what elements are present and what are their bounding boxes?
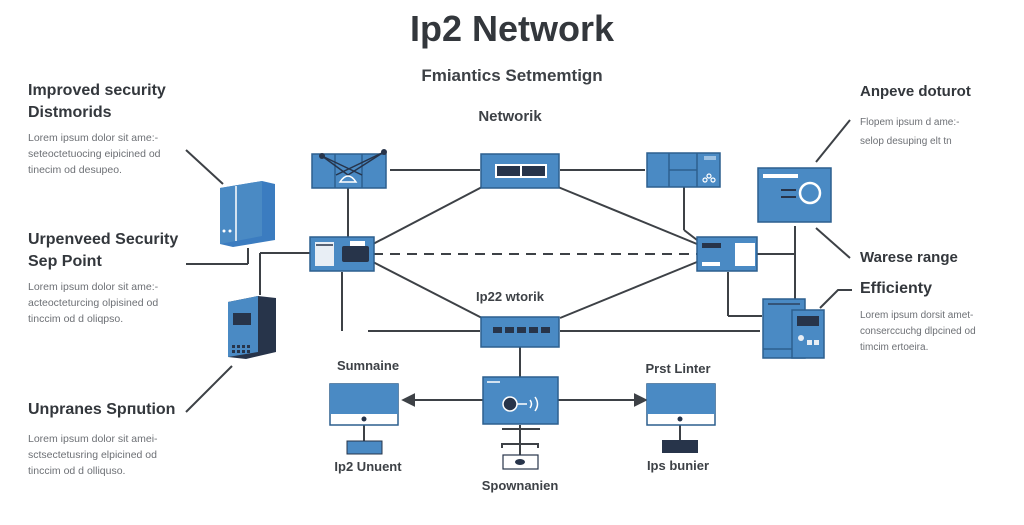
right-panel-1-heading: Anpeve doturot <box>860 83 971 100</box>
right-panel-2: Warese range <box>860 247 1020 269</box>
right-panel-3-text: Lorem ipsum dorsit amet- <box>860 310 974 321</box>
callout-panel3 <box>185 365 233 413</box>
config-panel-device[interactable] <box>757 167 832 223</box>
right-panel-2-heading: Warese range <box>860 249 958 266</box>
server-device[interactable] <box>646 152 721 188</box>
left-panel-2-heading: Urpenveed Security <box>28 231 179 248</box>
left-panel-1-text: seteoctetuocing eipicined od <box>28 148 161 160</box>
callout-right1 <box>815 119 851 163</box>
right-panel-3-text: timcim ertoeira. <box>860 342 929 353</box>
page-title: Ip2 Network <box>409 8 615 49</box>
connections <box>185 119 852 462</box>
link-hub-switch <box>372 261 483 319</box>
callout-panel1 <box>185 149 224 185</box>
appliance-device[interactable] <box>762 298 825 359</box>
cluster-icon <box>702 173 716 183</box>
center-switch-label: Ip22 wtorik <box>476 289 544 304</box>
storage-device[interactable] <box>220 181 275 247</box>
right-client-label: Prst Linter <box>645 361 711 376</box>
left-panel-1: Improved security Distmorids Lorem ipsum… <box>28 80 228 178</box>
right-panel-1-text: Flopem ipsum d ame:- <box>860 117 960 128</box>
left-panel-2-text: tinccim od d oliqpso. <box>28 313 124 325</box>
left-panel-2-heading-2: Sep Point <box>28 253 102 270</box>
center-bottom-label: Spownanien <box>481 478 559 493</box>
left-panel-2: Urpenveed Security Sep Point Lorem ipsum… <box>28 229 228 327</box>
left-panel-2-text: Lorem ipsum dolor sit ame:- <box>28 281 159 293</box>
core-router[interactable] <box>480 153 560 189</box>
wifi-signal-icon <box>529 399 533 409</box>
wireless-access-point[interactable] <box>482 376 559 470</box>
network-label: Networik <box>478 108 542 125</box>
right-switch-device[interactable] <box>696 236 758 272</box>
tower-server[interactable] <box>228 296 276 359</box>
center-switch[interactable] <box>480 316 560 348</box>
left-panel-1-heading: Improved security <box>28 82 166 99</box>
gear-icon <box>798 181 822 205</box>
left-client-sub-label: Ip2 Unuent <box>334 459 402 474</box>
callout-right3 <box>819 289 852 309</box>
firewall-icon <box>338 175 358 183</box>
callout-right2 <box>815 227 851 259</box>
right-panel-1: Anpeve doturot Flopem ipsum d ame:- selo… <box>860 81 1020 151</box>
left-panel-3-heading: Unpranes Spпution <box>28 401 176 418</box>
left-panel-1-text: Lorem ipsum dolor sit ame:- <box>28 132 159 144</box>
left-panel-3: Unpranes Spпution Lorem ipsum dolor sit … <box>28 399 228 479</box>
firewall-device[interactable] <box>311 149 387 189</box>
link-server-rightswitch-2 <box>683 229 698 241</box>
right-panel-3-heading: Efficienty <box>860 280 933 297</box>
right-panel-3-text: conserccuchg dlpcined od <box>860 326 976 337</box>
printer-icon <box>662 440 698 453</box>
link-hub-router <box>372 186 483 245</box>
left-client-label: Sumnaine <box>336 358 400 373</box>
left-panel-3-text: sctsectetusring elpicined od <box>28 449 157 461</box>
left-panel-3-text: tinccim od d olliquso. <box>28 465 126 477</box>
page-subtitle: Fmiantics Setmemtign <box>421 66 603 85</box>
left-panel-3-text: Lorem ipsum dolor sit amei- <box>28 433 158 445</box>
hub-device[interactable] <box>309 236 375 272</box>
left-panel-1-heading-2: Distmorids <box>28 104 112 121</box>
right-panel-3: Efficienty Lorem ipsum dorsit amet- cons… <box>860 278 1024 356</box>
left-panel-1-text: tinecim od desupeo. <box>28 164 122 176</box>
left-client-monitor[interactable] <box>329 383 399 455</box>
ap-bracket <box>501 443 539 448</box>
right-client-sub-label: Ips bunier <box>646 458 710 473</box>
left-panel-2-text: acteocteturcing olpisined od <box>28 297 159 309</box>
link-router-rightswitch <box>557 186 698 245</box>
right-client-monitor[interactable] <box>646 383 716 453</box>
link-rightswitch-switch <box>559 261 698 319</box>
right-panel-1-text: selop desuping elt tn <box>860 136 952 147</box>
keyboard-icon <box>346 440 383 455</box>
